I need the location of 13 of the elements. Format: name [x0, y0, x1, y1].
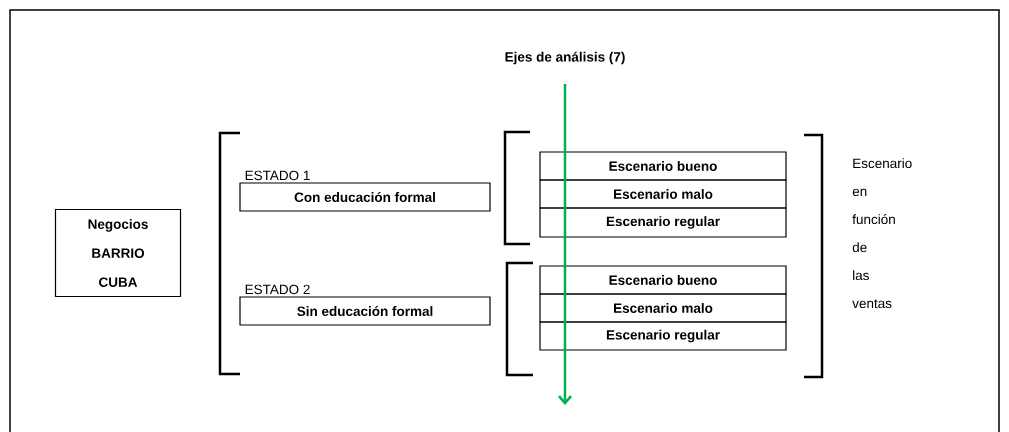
- scenario-box: Escenario bueno: [539, 151, 787, 181]
- state-box: Con educación formal: [239, 182, 491, 212]
- scenario-box: Escenario malo: [539, 293, 787, 323]
- scenario-box: Escenario bueno: [539, 265, 787, 295]
- scenario-box: Escenario regular: [539, 321, 787, 351]
- scenario-box: Escenario regular: [539, 207, 787, 238]
- state-box: Sin educación formal: [239, 296, 491, 326]
- note: Escenario en función de las ventas: [852, 158, 912, 309]
- scenario-box: Escenario malo: [539, 179, 787, 209]
- axis-title: Ejes de análisis (7): [505, 51, 625, 65]
- business-box: Negocios BARRIO CUBA: [54, 208, 182, 298]
- state-heading: ESTADO 2: [245, 284, 310, 295]
- state-heading: ESTADO 1: [245, 170, 310, 181]
